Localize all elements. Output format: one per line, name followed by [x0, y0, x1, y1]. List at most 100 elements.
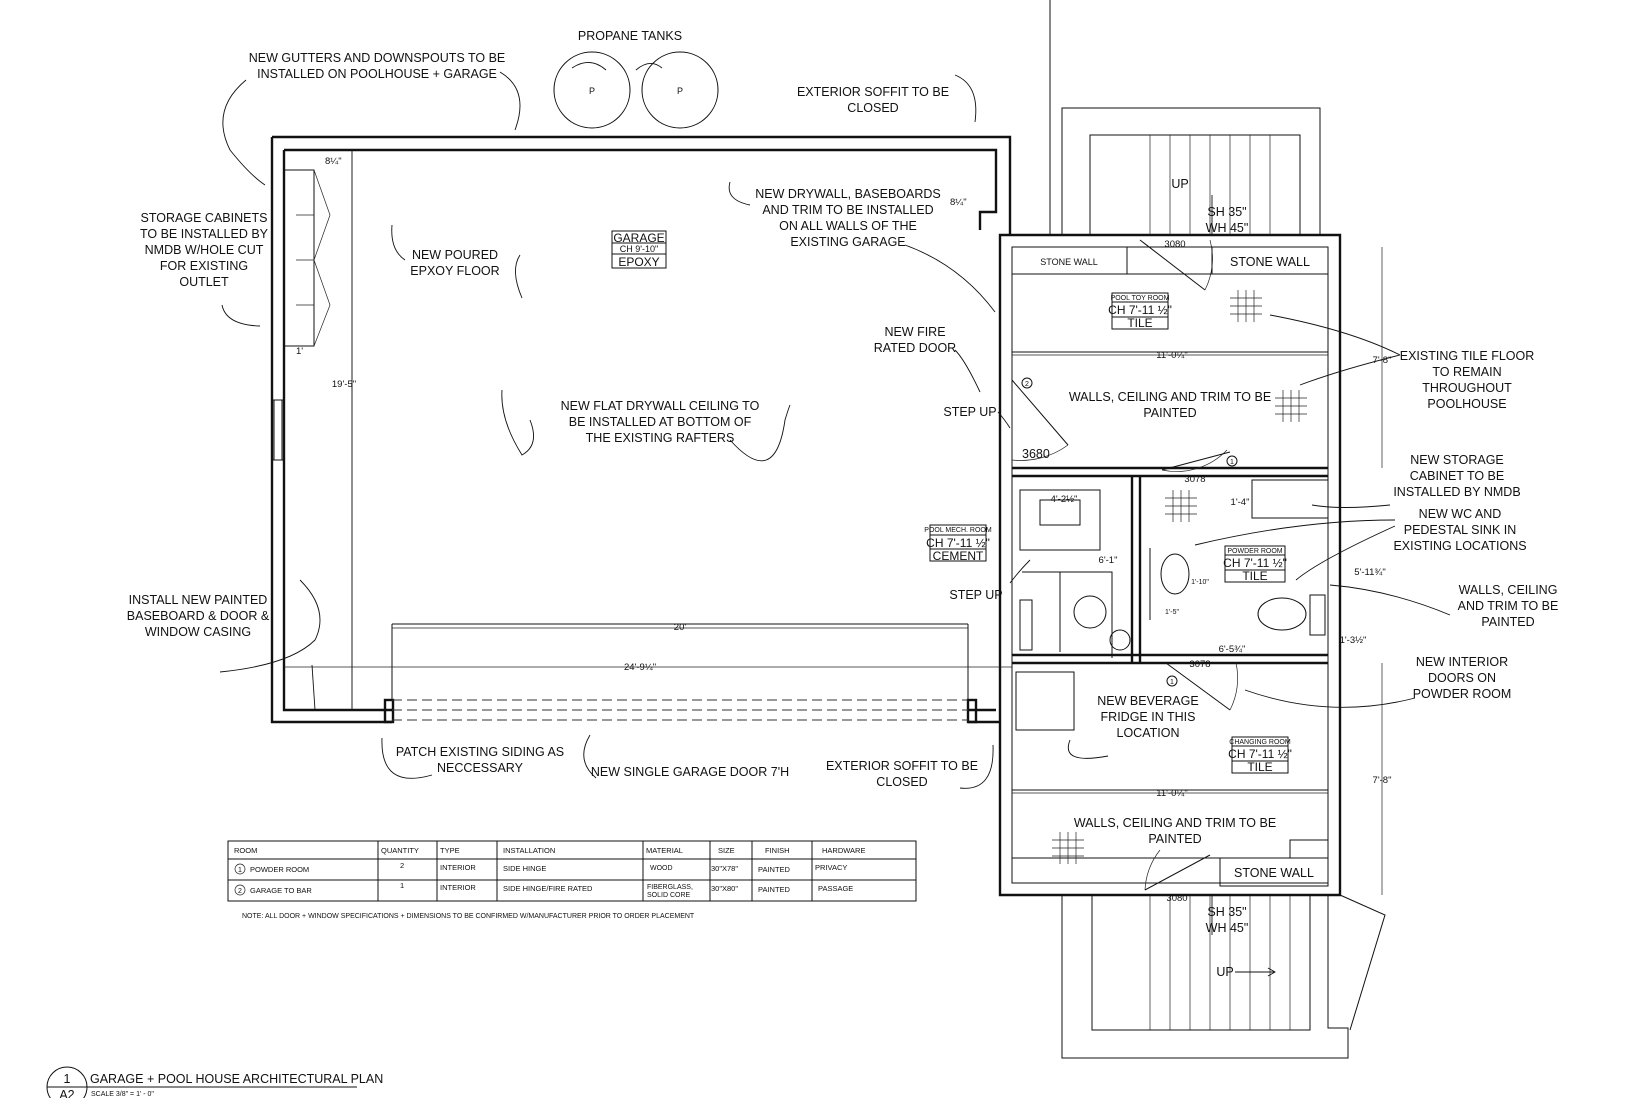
- room-tag-pool-toy: POOL TOY ROOM CH 7'-11 ½" TILE: [1108, 292, 1172, 330]
- svg-text:OUTLET: OUTLET: [179, 275, 229, 289]
- svg-text:ON ALL WALLS OF THE: ON ALL WALLS OF THE: [779, 219, 917, 233]
- svg-text:PAINTED: PAINTED: [1481, 615, 1534, 629]
- door-3080-bottom: 3080: [1166, 893, 1187, 904]
- room-tag-powder: POWDER ROOM CH 7'-11 ½" TILE: [1223, 545, 1287, 583]
- doors: 3080 3680 2 3078 1 3078 1 3080: [1011, 239, 1238, 904]
- fixtures: [1015, 479, 1329, 859]
- svg-text:NEW FLAT DRYWALL CEILING TO: NEW FLAT DRYWALL CEILING TO: [561, 399, 760, 413]
- stairs-top: UP SH 35" WH 45": [1049, 0, 1321, 235]
- svg-text:NEW POURED: NEW POURED: [412, 248, 498, 262]
- svg-text:DOORS ON: DOORS ON: [1428, 671, 1496, 685]
- note-walls-ceiling-right: WALLS, CEILING AND TRIM TO BE PAINTED: [1329, 583, 1559, 629]
- garage-walls: [270, 135, 1012, 724]
- propane-tank-1: [553, 51, 631, 129]
- stairs-top-up: UP: [1171, 177, 1188, 191]
- note-drywall-garage: NEW DRYWALL, BASEBOARDS AND TRIM TO BE I…: [728, 181, 996, 313]
- note-baseboard: INSTALL NEW PAINTED BASEBOARD & DOOR & W…: [127, 579, 321, 711]
- tile-symbols: [1052, 290, 1307, 864]
- svg-text:NMDB W/HOLE CUT: NMDB W/HOLE CUT: [145, 243, 264, 257]
- dim-8-a: 8¼": [325, 156, 342, 167]
- svg-text:PEDESTAL SINK IN: PEDESTAL SINK IN: [1404, 523, 1517, 537]
- hdr-quantity: QUANTITY: [381, 846, 419, 855]
- svg-text:POWDER ROOM: POWDER ROOM: [250, 865, 309, 874]
- hdr-installation: INSTALLATION: [503, 846, 555, 855]
- stairs-bottom: SH 35" WH 45" UP: [1061, 894, 1386, 1059]
- svg-text:BASEBOARD & DOOR &: BASEBOARD & DOOR &: [127, 609, 270, 623]
- dim-1-5: 1'-5": [1165, 609, 1179, 616]
- svg-text:SIDE HINGE: SIDE HINGE: [503, 864, 546, 873]
- note-poured-floor: NEW POURED EPXOY FLOOR: [391, 224, 523, 299]
- svg-text:30"X80": 30"X80": [711, 884, 738, 893]
- svg-text:1: 1: [400, 881, 404, 890]
- dim-11-a: 11'-0¼": [1156, 350, 1187, 361]
- table-row: 1 POWDER ROOM 2 INTERIOR SIDE HINGE WOOD…: [234, 861, 847, 875]
- plan-scale: SCALE 3/8" = 1' - 0": [91, 1091, 154, 1098]
- svg-text:AND TRIM TO BE: AND TRIM TO BE: [1458, 599, 1559, 613]
- svg-text:POOLHOUSE: POOLHOUSE: [1427, 397, 1506, 411]
- note-fire-door: NEW FIRE RATED DOOR: [874, 325, 981, 393]
- svg-text:GARAGE TO BAR: GARAGE TO BAR: [250, 886, 312, 895]
- note-garage-door: NEW SINGLE GARAGE DOOR 7'H: [583, 734, 789, 779]
- garage-floor: EPOXY: [618, 255, 659, 269]
- pool-toy-name: POOL TOY ROOM: [1111, 295, 1170, 302]
- svg-text:CLOSED: CLOSED: [876, 775, 927, 789]
- door-3680-mark: 2: [1025, 381, 1029, 388]
- stone-wall-3: STONE WALL: [1234, 866, 1314, 880]
- propane-label: PROPANE TANKS: [578, 29, 682, 43]
- note-gutters: NEW GUTTERS AND DOWNSPOUTS TO BE INSTALL…: [222, 51, 521, 186]
- table-row: 2 GARAGE TO BAR 1 INTERIOR SIDE HINGE/FI…: [234, 881, 853, 899]
- svg-text:PASSAGE: PASSAGE: [818, 884, 853, 893]
- dim-1ft: 1': [296, 346, 303, 357]
- hdr-hardware: HARDWARE: [822, 846, 865, 855]
- stone-walls: STONE WALL STONE WALL STONE WALL: [1011, 246, 1329, 887]
- note-fridge: NEW BEVERAGE FRIDGE IN THIS LOCATION: [1067, 694, 1199, 759]
- note-soffit-bottom: EXTERIOR SOFFIT TO BE CLOSED: [826, 744, 994, 789]
- svg-text:EXTERIOR SOFFIT TO BE: EXTERIOR SOFFIT TO BE: [797, 85, 949, 99]
- dimensions: 8¼" 8¼" 1' 19'-5" 20' 24'-9¼" 11'-0¼" 11…: [284, 150, 1391, 895]
- svg-text:NECCESSARY: NECCESSARY: [437, 761, 524, 775]
- note-walls-paint-1: WALLS, CEILING AND TRIM TO BE PAINTED: [1069, 390, 1271, 420]
- stairs-top-sh: SH 35": [1207, 205, 1246, 219]
- door-3680: 3680: [1022, 447, 1050, 461]
- svg-text:INSTALLED ON POOLHOUSE + GARAG: INSTALLED ON POOLHOUSE + GARAGE: [257, 67, 497, 81]
- title-block: 1 A2 GARAGE + POOL HOUSE ARCHITECTURAL P…: [46, 1066, 383, 1098]
- dim-20: 20': [674, 622, 687, 633]
- door-3078-bottom: 3078: [1189, 659, 1210, 670]
- svg-text:PRIVACY: PRIVACY: [815, 863, 847, 872]
- dim-6-1: 6'-1": [1099, 555, 1118, 566]
- door-3078-top: 3078: [1184, 474, 1205, 485]
- svg-text:CABINET TO BE: CABINET TO BE: [1410, 469, 1504, 483]
- svg-text:WALLS, CEILING AND TRIM TO BE: WALLS, CEILING AND TRIM TO BE: [1069, 390, 1271, 404]
- door-schedule: ROOM QUANTITY TYPE INSTALLATION MATERIAL…: [227, 840, 917, 920]
- garage-ch: CH 9'-10": [620, 244, 658, 254]
- svg-text:30"X78": 30"X78": [711, 864, 738, 873]
- svg-text:AND TRIM TO BE INSTALLED: AND TRIM TO BE INSTALLED: [762, 203, 933, 217]
- svg-text:NEW FIRE: NEW FIRE: [884, 325, 945, 339]
- dim-1-3: 1'-3½": [1340, 635, 1367, 646]
- svg-text:STORAGE CABINETS: STORAGE CABINETS: [141, 211, 268, 225]
- dim-6-5: 6'-5¾": [1219, 644, 1246, 655]
- plan-title: GARAGE + POOL HOUSE ARCHITECTURAL PLAN: [90, 1072, 383, 1086]
- changing-name: CHANGING ROOM: [1229, 739, 1291, 746]
- door-3080-top: 3080: [1164, 239, 1185, 250]
- svg-text:INTERIOR: INTERIOR: [440, 863, 476, 872]
- svg-text:SOLID CORE: SOLID CORE: [647, 892, 691, 899]
- svg-text:NEW DRYWALL, BASEBOARDS: NEW DRYWALL, BASEBOARDS: [755, 187, 940, 201]
- svg-text:TO BE INSTALLED BY: TO BE INSTALLED BY: [140, 227, 269, 241]
- svg-text:BE INSTALLED AT BOTTOM OF: BE INSTALLED AT BOTTOM OF: [569, 415, 752, 429]
- storage-cabinets: [283, 169, 331, 347]
- mech-name: POOL MECH. ROOM: [924, 527, 992, 534]
- svg-text:WOOD: WOOD: [650, 865, 673, 872]
- svg-text:EXISTING LOCATIONS: EXISTING LOCATIONS: [1393, 539, 1526, 553]
- svg-text:PAINTED: PAINTED: [758, 865, 791, 874]
- propane-tank-2-label: P: [677, 86, 683, 96]
- dim-19: 19'-5": [332, 379, 356, 390]
- mech-ch: CH 7'-11 ½": [926, 536, 990, 550]
- svg-text:2: 2: [400, 861, 404, 870]
- note-step-up-1: STEP UP: [943, 405, 1011, 429]
- svg-text:SIDE HINGE/FIRE RATED: SIDE HINGE/FIRE RATED: [503, 884, 593, 893]
- propane-arrow-2: [635, 63, 663, 71]
- pool-toy-floor: TILE: [1127, 316, 1152, 330]
- note-patch-siding: PATCH EXISTING SIDING AS NECCESSARY: [381, 737, 564, 779]
